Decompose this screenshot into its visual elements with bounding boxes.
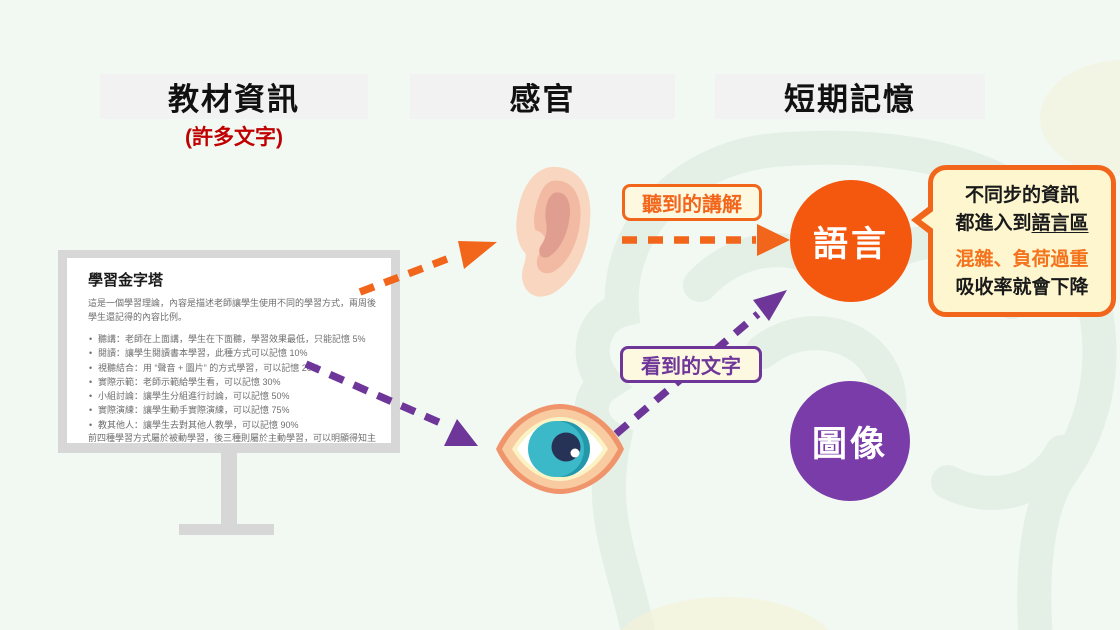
header-material: 教材資訊 [100,74,368,119]
bubble-underlined-term: 語言區 [1031,213,1089,234]
board-bullet: 視聽結合：用 “聲音 + 圖片” 的方式學習，可以記憶 20% [88,361,377,376]
circle-image-label: 圖像 [811,424,888,464]
board-bullet: 小組討論：讓學生分組進行討論，可以記憶 50% [88,389,377,404]
header-material-note: (許多文字) [185,126,283,149]
label-heard-explanation-text: 聽到的講解 [642,194,742,216]
whiteboard-stand-post [221,453,237,525]
board-intro: 這是一個學習理論，內容是描述老師讓學生使用不同的學習方式，兩周後學生還記得的內容… [88,298,377,322]
ear-icon [516,166,591,297]
whiteboard-content: 學習金字塔 這是一個學習理論，內容是描述老師讓學生使用不同的學習方式，兩周後學生… [67,258,391,443]
header-memory-label: 短期記憶 [784,82,916,117]
header-senses-label: 感官 [509,82,576,117]
bubble-line-3: 混雜、負荷過重 [955,249,1089,270]
circle-image: 圖像 [790,381,910,501]
label-seen-text: 看到的文字 [620,346,762,383]
circle-language-label: 語言 [812,224,889,264]
speech-bubble: 不同步的資訊 都進入到語言區 混雜、負荷過重 吸收率就會下降 [911,165,1116,317]
circle-language: 語言 [790,180,912,302]
bubble-line-4: 吸收率就會下降 [955,277,1089,298]
board-bullet: 教其他人：讓學生去對其他人教學，可以記憶 90% [88,418,377,433]
label-seen-text-text: 看到的文字 [641,356,741,378]
whiteboard: 學習金字塔 這是一個學習理論，內容是描述老師讓學生使用不同的學習方式，兩周後學生… [58,250,400,453]
board-bullet: 實際演練：讓學生動手實際演練，可以記憶 75% [88,403,377,418]
label-heard-explanation: 聽到的講解 [622,184,762,221]
board-bullet: 實際示範：老師示範給學生看，可以記憶 30% [88,375,377,390]
board-title: 學習金字塔 [88,272,164,289]
bubble-line-1: 不同步的資訊 [964,185,1079,206]
whiteboard-stand-base [179,524,274,535]
board-bullet-list: 聽講：老師在上面講，學生在下面聽，學習效果最低，只能記憶 5% 閱讀：讓學生閱讀… [88,332,377,432]
board-footer: 前四種學習方式屬於被動學習，後三種則屬於主動學習，可以明顯得知主動學習的記憶比例… [88,433,377,443]
board-bullet: 聽講：老師在上面講，學生在下面聽，學習效果最低，只能記憶 5% [88,332,377,347]
header-senses: 感官 [410,74,675,119]
header-memory: 短期記憶 [715,74,985,119]
bubble-line-2: 都進入到語言區 [955,213,1089,234]
eye-icon [496,404,624,494]
board-bullet: 閱讀：讓學生閱讀書本學習，此種方式可以記憶 10% [88,346,377,361]
header-material-label: 教材資訊 [168,82,300,117]
